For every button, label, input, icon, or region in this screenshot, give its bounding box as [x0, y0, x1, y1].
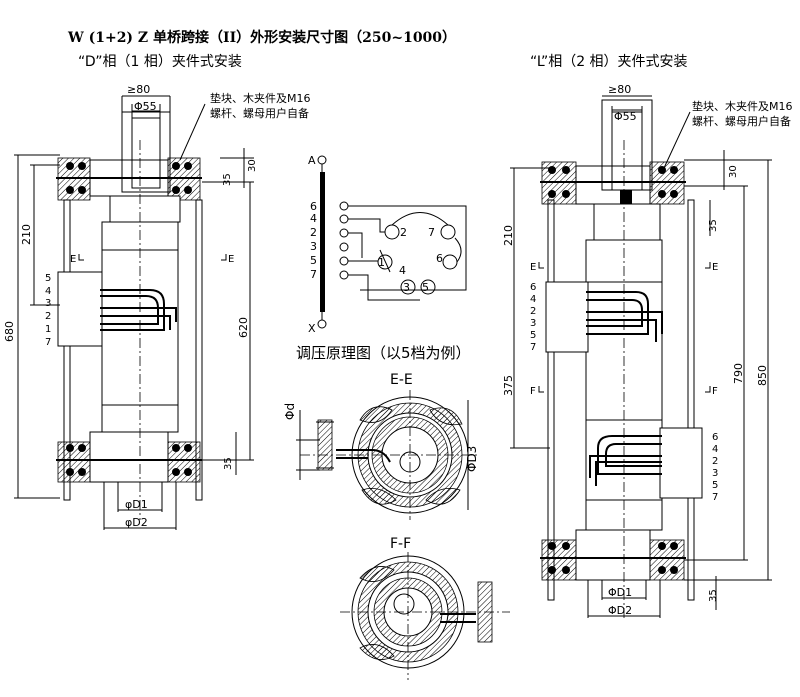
right-terminal-block-bottom — [659, 427, 703, 499]
left-terminal-label: 4 — [45, 286, 51, 297]
right-note-line1: 垫块、木夹件及M16 — [692, 99, 793, 113]
tap-label: 6 — [310, 200, 317, 213]
right-dim-210: 210 — [502, 225, 515, 246]
right-terminal-label: 4 — [712, 444, 718, 455]
right-dim-790: 790 — [732, 363, 745, 384]
right-dim-375: 375 — [502, 375, 515, 396]
left-dim-620: 620 — [237, 317, 250, 338]
left-terminal-label: 1 — [45, 324, 51, 335]
right-terminal-label: 7 — [530, 342, 536, 353]
tap-label: 4 — [310, 212, 317, 225]
left-dim-35-bottom: 35 — [223, 457, 234, 470]
schematic-label-a: A — [308, 154, 316, 167]
left-terminal-label: 3 — [45, 298, 51, 309]
contact-label: 3 — [403, 281, 410, 294]
left-terminal-label: 2 — [45, 311, 51, 322]
left-view-caption: “D”相（1 相）夹件式安装 — [78, 54, 242, 70]
left-section-mark-e-right: E — [228, 254, 234, 265]
right-dim-30: 30 — [728, 165, 739, 178]
right-terminal-labels-bottom: 6 4 2 3 5 7 — [712, 432, 718, 503]
right-dim-35-bottom: 35 — [708, 589, 719, 602]
schematic: A X 6 4 2 3 5 7 2 7 1 4 6 — [296, 154, 471, 362]
tap-label: 3 — [310, 240, 317, 253]
right-section-f-right: F — [712, 386, 718, 397]
left-top-flange — [109, 195, 181, 223]
section-e-e-clamp — [317, 419, 333, 471]
left-terminal-label: 5 — [45, 273, 51, 284]
right-terminal-label: 3 — [530, 318, 536, 329]
right-section-e-right: E — [712, 262, 718, 273]
right-dim-80: ≥80 — [608, 83, 631, 96]
tap-label: 5 — [310, 254, 317, 267]
contact-label: 1 — [378, 256, 385, 269]
right-view-caption: “L”相（2 相）夹件式安装 — [530, 54, 688, 70]
left-dim-35-top: 35 — [222, 173, 233, 186]
right-clamp-bottom-right — [649, 539, 685, 581]
left-top-terminal — [121, 111, 171, 193]
contact-label: 4 — [399, 264, 406, 277]
schematic-caption: 调压原理图（以5档为例） — [296, 344, 471, 362]
left-rod-right — [195, 199, 203, 501]
left-dim-30: 30 — [247, 159, 258, 172]
section-e-e: E-E Φd ΦD3 — [283, 372, 480, 520]
left-terminal-labels: 5 4 3 2 1 7 — [45, 273, 51, 348]
left-note-line2: 螺杆、螺母用户自备 — [210, 106, 309, 120]
left-note-line1: 垫块、木夹件及M16 — [210, 91, 311, 105]
left-note-leader — [179, 103, 206, 161]
right-terminal-block-top — [545, 281, 589, 353]
contact-label: 5 — [422, 281, 429, 294]
contact-label: 2 — [400, 226, 407, 239]
right-dim-35-top: 35 — [708, 219, 719, 232]
schematic-label-x: X — [308, 322, 316, 335]
right-terminal-label: 2 — [712, 456, 718, 467]
section-e-e-dim-phiD3: ΦD3 — [465, 446, 479, 472]
right-terminal-label: 6 — [530, 282, 536, 293]
left-dim-80: ≥80 — [127, 83, 150, 96]
contact-label: 6 — [436, 252, 443, 265]
right-rod-right — [687, 199, 695, 601]
contact-label: 7 — [428, 226, 435, 239]
right-section-f-left: F — [530, 386, 536, 397]
left-dim-210: 210 — [20, 224, 33, 245]
right-dim-phiD1: ΦD1 — [608, 586, 632, 599]
right-top-flange — [593, 203, 661, 241]
right-dim-phi55: Φ55 — [614, 110, 637, 123]
right-view: “L”相（2 相）夹件式安装 垫块、木夹件及M16 螺杆、螺母用户自备 ≥80 … — [502, 54, 793, 620]
right-terminal-label: 4 — [530, 294, 536, 305]
section-e-e-title: E-E — [390, 372, 413, 388]
left-dim-phi55: Φ55 — [134, 100, 157, 113]
right-terminal-label: 3 — [712, 468, 718, 479]
left-dim-phiD2: φD2 — [125, 516, 148, 529]
right-note-line2: 螺杆、螺母用户自备 — [692, 114, 791, 128]
schematic-tap-labels: 6 4 2 3 5 7 — [310, 200, 317, 281]
left-rod-left — [63, 199, 71, 501]
right-terminal-labels-top: 6 4 2 3 5 7 — [530, 282, 536, 353]
left-section-mark-e-left: E — [70, 254, 76, 265]
right-dim-phiD2: ΦD2 — [608, 604, 632, 617]
right-terminal-label: 5 — [530, 330, 536, 341]
right-terminal-label: 6 — [712, 432, 718, 443]
section-f-f: F-F — [340, 536, 510, 680]
tap-label: 7 — [310, 268, 317, 281]
right-section-e-left: E — [530, 262, 536, 273]
drawing-title: W (1+2) Z 单桥跨接（II）外形安装尺寸图（250~1000） — [67, 29, 456, 46]
left-terminal-block — [57, 271, 103, 347]
left-terminal-label: 7 — [45, 337, 51, 348]
right-rod-left — [547, 199, 555, 601]
right-terminal-label: 2 — [530, 306, 536, 317]
left-top-terminal-inner — [131, 117, 161, 189]
schematic-winding — [320, 172, 325, 312]
section-f-f-title: F-F — [390, 536, 411, 552]
left-view: “D”相（1 相）夹件式安装 垫块、木夹件及M16 螺杆、螺母用户自备 ≥80 … — [3, 54, 311, 530]
section-f-f-core — [393, 593, 415, 615]
right-clamp-bottom-left — [541, 539, 577, 581]
left-dim-phiD1: φD1 — [125, 498, 148, 511]
right-terminal-label: 7 — [712, 492, 718, 503]
right-dim-850: 850 — [756, 365, 769, 386]
left-dim-680: 680 — [3, 321, 16, 342]
right-terminal-label: 5 — [712, 480, 718, 491]
section-e-e-dim-phid: Φd — [283, 403, 297, 420]
tap-label: 2 — [310, 226, 317, 239]
